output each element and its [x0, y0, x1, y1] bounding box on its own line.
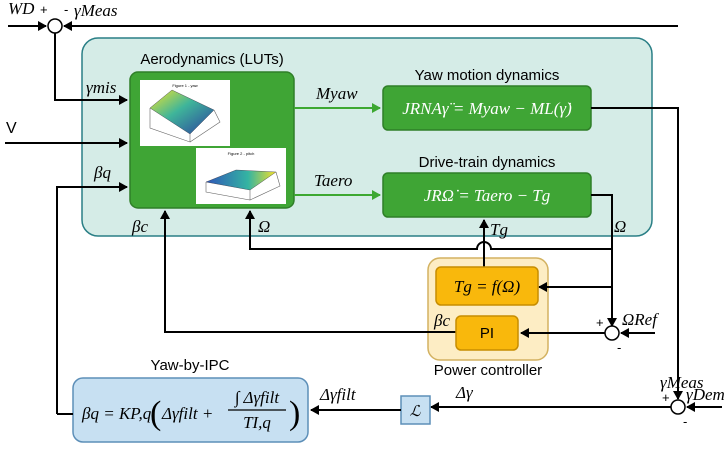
- omega-minus-sign: -: [617, 340, 621, 355]
- gamma-meas-bottom-label: γMeas: [660, 373, 704, 392]
- beta-c-label: βc: [131, 217, 148, 236]
- drive-train-equation: JRΩ̇ = Taero − Tg: [424, 186, 551, 205]
- omega-summing-junction: [604, 325, 620, 341]
- wind-speed-label: V: [6, 120, 17, 137]
- generator-torque-equation: Tg = f(Ω): [454, 277, 521, 296]
- ipc-equation-close-paren: ): [289, 395, 300, 432]
- delta-gamma-filt-label: Δγfilt: [319, 385, 357, 404]
- omega-right-label: Ω: [614, 217, 626, 236]
- ipc-equation-open-paren: (: [150, 395, 161, 432]
- generator-torque-block: [435, 266, 539, 306]
- ipc-equation-denominator: TI,q: [243, 413, 271, 432]
- aerodynamics-title: Aerodynamics (LUTs): [140, 51, 283, 68]
- yaw-dynamics-equation: JRNAγ̈ = Myaw − ML(γ̇): [402, 99, 572, 118]
- ipc-equation-lhs: βq = KP,q: [81, 404, 152, 423]
- ipc-equation-numerator: ∫ Δγfilt: [234, 388, 280, 408]
- yaw-dynamics-title: Yaw motion dynamics: [415, 67, 560, 84]
- yaw-plus-sign: +: [662, 390, 670, 405]
- ipc-block: [72, 377, 309, 443]
- beta-c-line: [160, 210, 456, 333]
- yaw-minus-sign: -: [683, 414, 687, 429]
- omega-plus-sign: +: [596, 315, 604, 330]
- power-controller-title: Power controller: [434, 362, 542, 379]
- filter-block: [400, 395, 431, 425]
- gamma-mis-label: γmis: [86, 78, 117, 97]
- yaw-summing-junction: [670, 399, 686, 415]
- lut-plot-pitch: Figure 2 - pitch: [196, 148, 286, 204]
- wd-label: WD: [8, 0, 35, 18]
- lut-plot-yaw-title: Figure 1 - yaw: [172, 83, 197, 88]
- filter-label: ℒ: [410, 402, 422, 420]
- beta-q-label: βq: [93, 163, 111, 182]
- omega-feedback-line: [245, 210, 612, 250]
- gamma-meas-top-label: γMeas: [74, 1, 118, 20]
- yaw-error-summing-junction: [47, 18, 63, 34]
- tg-feedback-label: Tg: [490, 220, 508, 239]
- t-aero-label: Taero: [314, 171, 352, 190]
- omega-output-line: [591, 194, 617, 327]
- top-plus-sign: +: [40, 2, 48, 17]
- pi-block: [455, 315, 519, 351]
- beta-q-line: [56, 182, 128, 414]
- delta-gamma-label: Δγ: [455, 383, 474, 402]
- beta-c-pi-label: βc: [433, 311, 450, 330]
- lut-plot-pitch-title: Figure 2 - pitch: [228, 151, 255, 156]
- top-minus-sign: -: [64, 2, 68, 17]
- gamma-dem-label: γDem: [686, 385, 725, 404]
- m-yaw-label: Myaw: [315, 84, 358, 103]
- yaw-output-line: [591, 107, 683, 400]
- ipc-equation-term: Δγfilt +: [161, 404, 213, 423]
- omega-ref-label: ΩRef: [622, 310, 659, 329]
- drive-train-title: Drive-train dynamics: [419, 154, 556, 171]
- gamma-mis-line: [54, 33, 128, 105]
- lut-plot-yaw: Figure 1 - yaw: [140, 80, 230, 146]
- pi-label: PI: [480, 325, 494, 342]
- omega-aero-label: Ω: [258, 217, 270, 236]
- ipc-title: Yaw-by-IPC: [151, 357, 230, 374]
